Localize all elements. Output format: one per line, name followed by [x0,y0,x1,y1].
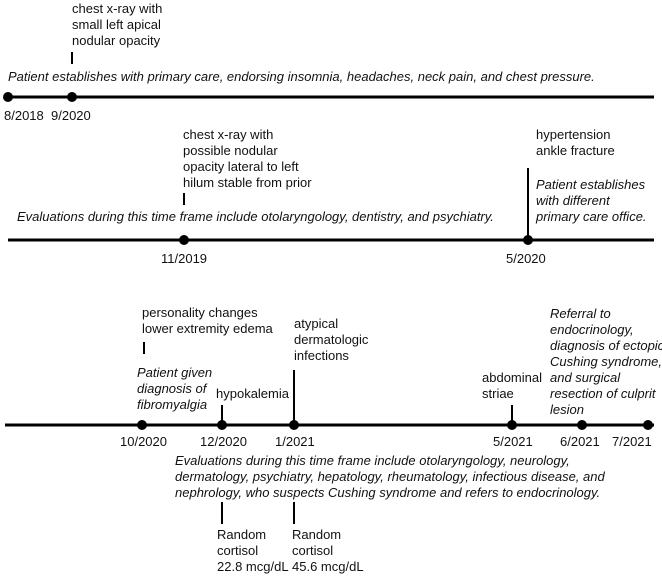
date-label: 7/2021 [612,434,652,449]
timeline-marker [507,420,517,430]
date-label: 10/2020 [120,434,167,449]
date-label: 11/2019 [161,251,207,266]
date-label: 5/2021 [493,434,533,449]
timeline-row-3: 10/2020 12/2020 1/2021 5/2021 6/2021 7/2021 pe… [5,305,662,574]
event-note-hypok: hypokalemia [216,386,290,401]
timeline-marker [137,420,147,430]
timeline-marker [179,235,189,245]
event-note-summary: Patient establishes with primary care, e… [8,69,595,84]
timeline-marker [523,235,533,245]
timeline-marker [289,420,299,430]
event-note-summary: Evaluations during this time frame inclu… [17,209,494,224]
date-label: 5/2020 [506,251,546,266]
date-label: 9/2020 [51,108,91,123]
timeline-marker [3,92,13,102]
timeline-marker [217,420,227,430]
date-label: 1/2021 [275,434,315,449]
date-label: 12/2020 [200,434,247,449]
event-note-summary: Evaluations during this time frame inclu… [175,453,605,500]
date-label: 6/2021 [560,434,600,449]
date-label: 8/2018 [4,108,44,123]
timeline-marker [577,420,587,430]
timeline-marker [67,92,77,102]
timeline-marker [643,420,653,430]
